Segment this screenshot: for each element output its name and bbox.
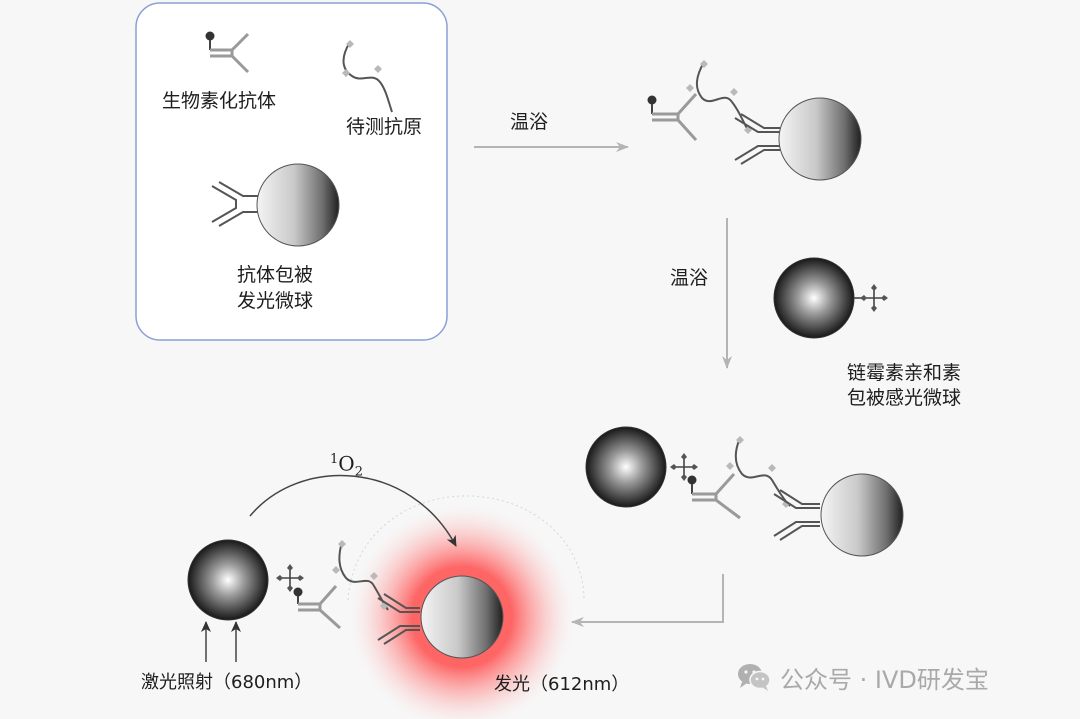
label-emission: 发光（612nm）	[494, 674, 630, 695]
label-biotin-antibody: 生物素化抗体	[162, 90, 277, 112]
label-excitation: 激光照射（680nm）	[141, 672, 313, 693]
immune-complex-2	[585, 426, 904, 557]
singlet-oxygen-symbol: O	[338, 451, 355, 476]
singlet-oxygen-superscript: 1	[330, 452, 339, 467]
label-coated-bead-2: 发光微球	[236, 290, 313, 312]
reaction-arrow	[571, 574, 724, 627]
label-sensitizer-bead-1: 链霉素亲和素	[846, 362, 961, 384]
watermark-text: 公众号 · IVD研发宝	[780, 665, 989, 694]
biotin-antibody-icon	[205, 31, 250, 74]
coated-bead-icon	[211, 163, 340, 247]
label-coated-bead-1: 抗体包被	[236, 264, 313, 286]
label-sensitizer-bead-2: 包被感光微球	[846, 387, 961, 409]
label-incubation-1: 温浴	[510, 111, 549, 133]
label-incubation-2: 温浴	[670, 267, 709, 289]
immune-complex-1	[647, 60, 862, 181]
wechat-icon	[738, 664, 771, 691]
singlet-oxygen-arrow	[249, 474, 457, 547]
sensitizer-bead-icon	[773, 257, 889, 339]
immune-complex-3	[187, 539, 504, 659]
label-antigen: 待测抗原	[346, 116, 423, 138]
watermark: 公众号 · IVD研发宝	[736, 660, 989, 694]
singlet-oxygen-subscript: 2	[354, 464, 363, 480]
antigen-icon	[342, 40, 393, 113]
label-singlet-oxygen: 1O2	[330, 447, 363, 486]
